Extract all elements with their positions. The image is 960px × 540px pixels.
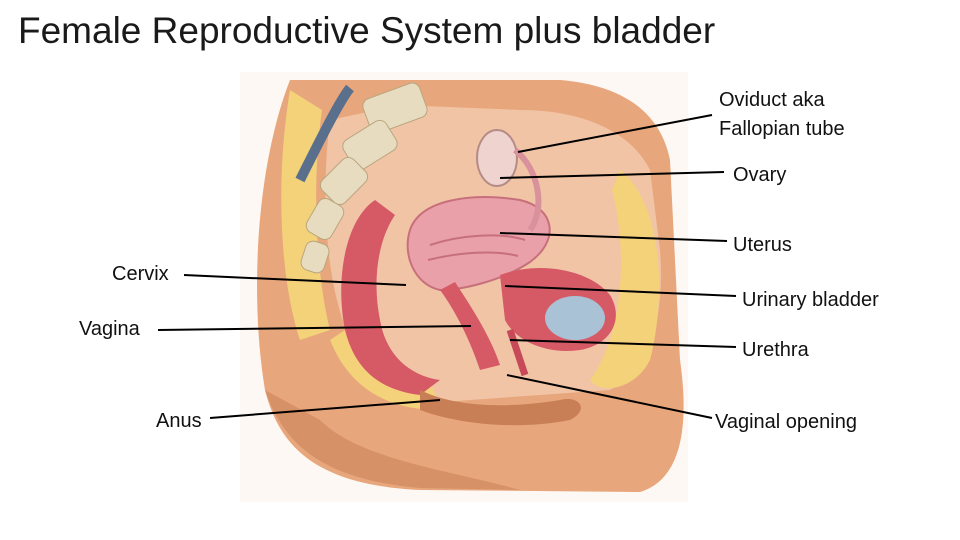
label-urinary-bladder: Urinary bladder <box>742 289 879 311</box>
leader-lines <box>157 114 737 419</box>
label-vagina: Vagina <box>79 318 140 340</box>
sacrum-bones <box>300 82 428 274</box>
leader-uterus <box>499 232 728 242</box>
label-uterus: Uterus <box>733 234 792 256</box>
leader-vaginal-opening <box>506 374 713 419</box>
fat-tissue-front <box>590 170 660 389</box>
leader-vagina <box>157 325 472 331</box>
leader-anus <box>209 399 441 419</box>
label-cervix: Cervix <box>112 263 169 285</box>
urethra-shape <box>506 328 529 377</box>
label-ovary: Ovary <box>733 164 787 186</box>
ovary-shape <box>476 129 518 187</box>
leader-ovary <box>499 171 725 179</box>
rectum <box>341 200 440 395</box>
slide-title: Female Reproductive System plus bladder <box>18 10 716 51</box>
leader-urethra <box>509 339 737 348</box>
label-oviduct-line2: Fallopian tube <box>719 118 845 140</box>
anatomy-illustration <box>240 72 688 502</box>
leader-oviduct <box>517 114 713 153</box>
label-oviduct-line1: Oviduct aka <box>719 89 825 111</box>
label-urethra: Urethra <box>742 339 809 361</box>
label-vaginal-opening: Vaginal opening <box>715 411 857 433</box>
leader-urinary-bladder <box>504 285 737 297</box>
leader-cervix <box>183 274 407 286</box>
label-anus: Anus <box>156 410 202 432</box>
uterus-shape <box>406 196 551 292</box>
fat-tissue-back <box>281 90 330 340</box>
perineum <box>420 390 581 426</box>
